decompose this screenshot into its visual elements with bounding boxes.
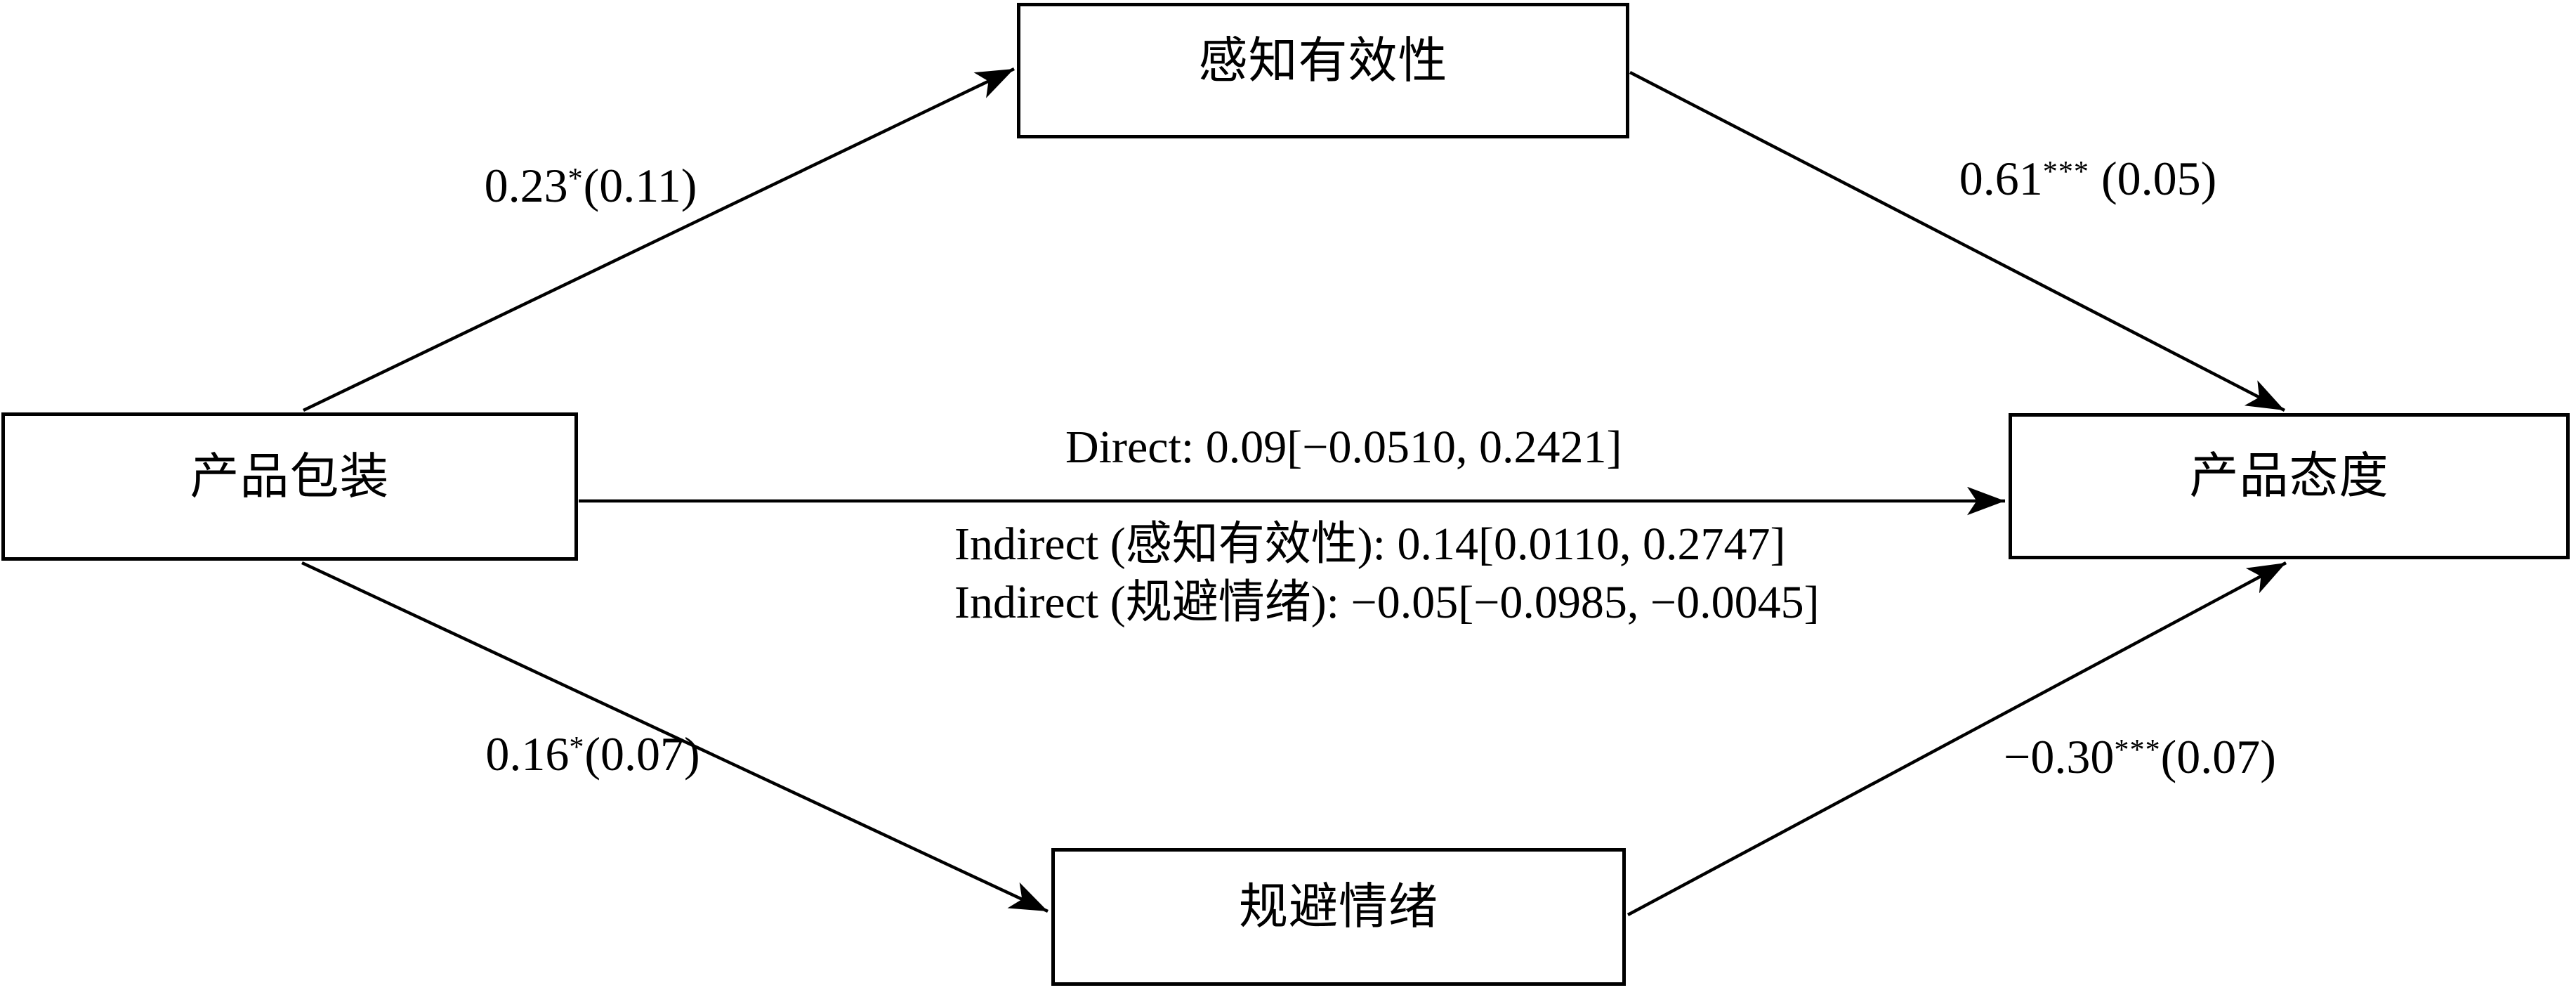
node-product-packaging: 产品包装 [1, 412, 578, 561]
node-product-attitude-label: 产品态度 [2189, 450, 2389, 504]
coefficient-value: −0.30 [2004, 730, 2115, 783]
significance-stars: * [567, 162, 584, 196]
path-label-packaging-to-avoidance: 0.16*(0.07) [438, 682, 699, 826]
node-avoidance-emotion-label: 规避情绪 [1239, 880, 1438, 934]
coefficient-value: 0.23 [484, 159, 568, 212]
node-perceived-effectiveness: 感知有效性 [1017, 3, 1629, 138]
path-label-packaging-to-effectiveness: 0.23*(0.11) [437, 114, 697, 257]
significance-stars: *** [2114, 734, 2161, 767]
arrow-packaging-to-avoidance [301, 561, 1049, 913]
standard-error: (0.07) [2160, 730, 2276, 783]
node-perceived-effectiveness-label: 感知有效性 [1198, 34, 1448, 89]
standard-error: (0.07) [584, 727, 700, 781]
path-label-effectiveness-to-attitude: 0.61*** (0.05) [1912, 107, 2217, 250]
direct-effect-text: Direct: 0.09[−0.0510, 0.2421] [1065, 422, 1622, 473]
significance-stars: *** [2042, 155, 2089, 189]
indirect-effect-effectiveness-text: Indirect (感知有效性): 0.14[0.0110, 0.2747] [954, 519, 1786, 570]
coefficient-value: 0.16 [485, 727, 570, 781]
arrow-avoidance-to-attitude [1627, 561, 2287, 916]
significance-stars: * [569, 731, 585, 764]
node-product-packaging-label: 产品包装 [190, 450, 390, 504]
node-product-attitude: 产品态度 [2009, 413, 2570, 559]
arrow-effectiveness-to-attitude [1629, 71, 2286, 412]
standard-error: (0.05) [2089, 152, 2217, 205]
arrow-packaging-to-effectiveness [303, 67, 1015, 412]
path-label-avoidance-to-attitude: −0.30***(0.07) [1956, 685, 2276, 828]
node-avoidance-emotion: 规避情绪 [1051, 848, 1626, 986]
coefficient-value: 0.61 [1959, 152, 2043, 205]
indirect-effect-avoidance-text: Indirect (规避情绪): −0.05[−0.0985, −0.0045] [954, 577, 1820, 628]
standard-error: (0.11) [583, 159, 697, 212]
